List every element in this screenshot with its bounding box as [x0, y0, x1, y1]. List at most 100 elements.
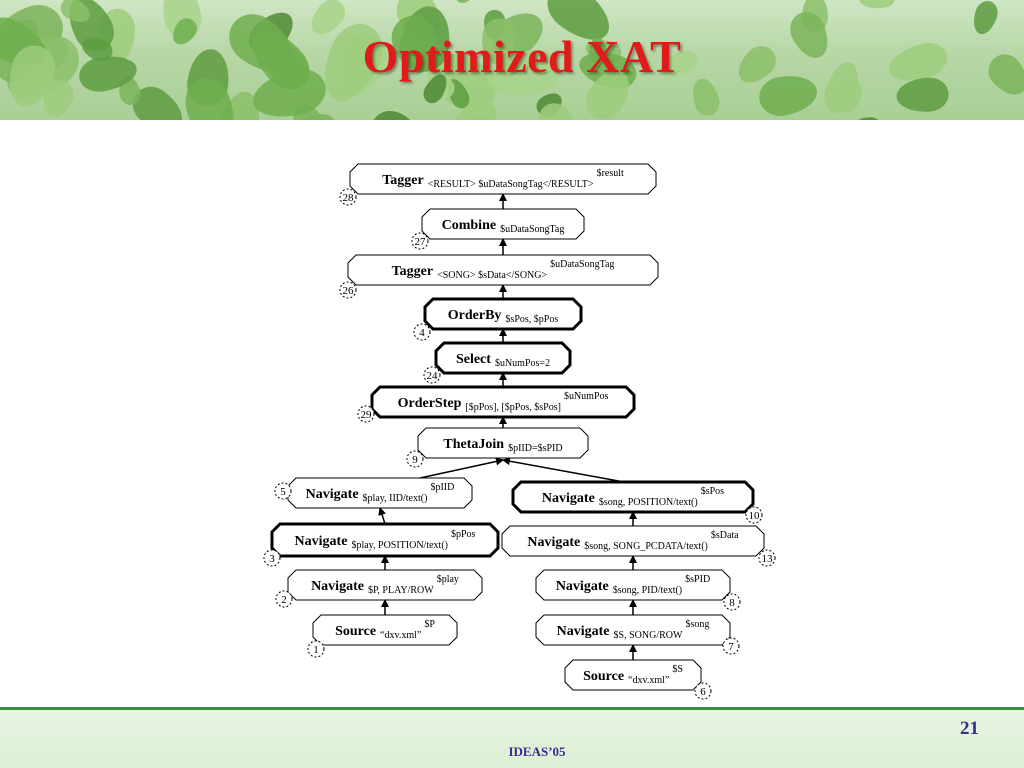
operator-node-orderby4: OrderBy$sPos, $pPos 4 [413, 297, 583, 341]
step-number: 13 [762, 553, 774, 565]
step-number: 9 [412, 454, 418, 466]
operator-node-source6: Source“dxv.xml”$S6 [564, 659, 712, 700]
step-number: 10 [749, 510, 761, 522]
operator-node-nav13: Navigate$song, SONG_PCDATA/text()$sData 1… [501, 525, 776, 567]
operator-output-variable: $result [597, 168, 624, 179]
page-number: 21 [960, 718, 979, 739]
operator-name: Navigate [311, 579, 364, 594]
step-number: 5 [280, 486, 286, 498]
operator-box [270, 522, 500, 558]
operator-output-variable: $sPID [685, 574, 710, 585]
operator-name: Tagger [382, 173, 423, 188]
operator-parameters: $play, IID/text() [363, 493, 428, 504]
step-number: 26 [343, 285, 355, 297]
operator-node-select24: Select $uNumPos=2 24 [423, 341, 572, 384]
operator-label: OrderStep[$pPos], [$pPos, $sPos]$uNumPos [398, 391, 609, 413]
footer-bar [0, 710, 1024, 768]
operator-box [535, 614, 731, 646]
operator-node-nav2: Navigate$P, PLAY/ROW$play 2 [275, 569, 483, 608]
operator-output-variable: $pPos [451, 529, 476, 540]
step-number-circle [406, 450, 424, 468]
step-number-circle [722, 637, 740, 655]
operator-label: Combine $uDataSongTag [442, 218, 565, 235]
operator-label: ThetaJoin $pIID=$sPID [443, 437, 562, 454]
operator-output-variable: $play [437, 574, 459, 585]
operator-name: Combine [442, 218, 496, 233]
step-number-circle [694, 682, 712, 700]
operator-box [501, 525, 765, 557]
operator-node-source1: Source“dxv.xml”$P1 [307, 614, 458, 658]
operator-output-variable: $P [424, 619, 435, 630]
step-number-circle [307, 640, 325, 658]
operator-output-variable: $pIID [430, 482, 454, 493]
operator-label: Navigate$P, PLAY/ROW$play [311, 574, 459, 596]
operator-parameters: $uDataSongTag [500, 224, 564, 235]
step-number: 27 [415, 236, 427, 248]
operator-name: Source [583, 669, 624, 684]
step-number-circle [275, 590, 293, 608]
operator-name: Navigate [295, 534, 348, 549]
operator-box [535, 569, 731, 601]
step-number-circle [723, 593, 741, 611]
operator-parameters: <SONG> $sData</SONG> [437, 270, 547, 281]
operator-node-combine27: Combine $uDataSongTag 27 [411, 208, 585, 250]
operator-label: Select $uNumPos=2 [456, 352, 550, 369]
operator-box [349, 163, 657, 195]
step-number: 29 [361, 409, 373, 421]
operator-box [312, 614, 458, 646]
operator-label: Tagger <RESULT> $uDataSongTag</RESULT>$re… [382, 168, 624, 190]
operator-label: Navigate$play, POSITION/text()$pPos [295, 529, 476, 551]
operator-output-variable: $sData [711, 530, 739, 541]
operator-name: Navigate [556, 579, 609, 594]
operator-box [434, 341, 572, 375]
operator-label: Navigate$S, SONG/ROW$song [557, 619, 710, 641]
operator-name: Select [456, 352, 491, 367]
step-number: 2 [281, 594, 287, 606]
operator-node-nav3: Navigate$play, POSITION/text()$pPos 3 [263, 522, 500, 567]
operator-box [511, 480, 755, 514]
step-number-circle [274, 482, 292, 500]
step-number: 6 [700, 686, 706, 698]
step-number-circle [745, 506, 763, 524]
operator-parameters: $play, POSITION/text() [351, 540, 448, 551]
step-number-circle [339, 281, 357, 299]
step-number-circle [411, 232, 429, 250]
operator-name: Navigate [306, 487, 359, 502]
operator-parameters: $pIID=$sPID [508, 443, 563, 454]
operator-name: ThetaJoin [443, 437, 504, 452]
step-number-circle [357, 405, 375, 423]
operator-node-nav5: Navigate $play, IID/text()$pIID 5 [274, 477, 473, 509]
operator-parameters: $S, SONG/ROW [614, 630, 683, 641]
step-number-circle [413, 323, 431, 341]
edge-nav10-to-thetajoin9 [502, 457, 625, 483]
step-number: 1 [313, 644, 319, 656]
step-number: 24 [427, 370, 439, 382]
operator-node-nav8: Navigate $song, PID/text()$sPID 8 [535, 569, 741, 611]
operator-parameters: $sPos, $pPos [505, 314, 558, 325]
operator-node-tagger28: Tagger <RESULT> $uDataSongTag</RESULT>$re… [339, 163, 657, 206]
operator-parameters: $song, POSITION/text() [599, 497, 698, 508]
slide-title: Optimized XAT [362, 31, 682, 82]
operator-name: OrderStep [398, 396, 462, 411]
operator-parameters: <RESULT> $uDataSongTag</RESULT> [428, 179, 594, 190]
step-number: 8 [729, 597, 735, 609]
operator-name: Navigate [542, 491, 595, 506]
step-number: 4 [419, 327, 425, 339]
edge-nav5-to-thetajoin9 [419, 457, 504, 479]
operator-parameters: $uNumPos=2 [495, 358, 550, 369]
operator-box [370, 385, 636, 419]
operator-parameters: $song, PID/text() [613, 585, 682, 596]
operator-label: Navigate$song, POSITION/text()$sPos [542, 486, 724, 508]
operator-parameters: “dxv.xml” [628, 675, 669, 686]
operator-name: Navigate [527, 535, 580, 550]
edge-nav3-to-nav5 [378, 507, 386, 525]
operator-name: OrderBy [448, 308, 502, 323]
step-number-circle [339, 188, 357, 206]
step-number: 3 [269, 553, 275, 565]
operator-box [417, 427, 589, 459]
operator-node-orderstep29: OrderStep[$pPos], [$pPos, $sPos]$uNumPos… [357, 385, 636, 423]
footer-rule [0, 707, 1024, 710]
operator-label: Navigate$song, SONG_PCDATA/text()$sData [527, 530, 739, 552]
